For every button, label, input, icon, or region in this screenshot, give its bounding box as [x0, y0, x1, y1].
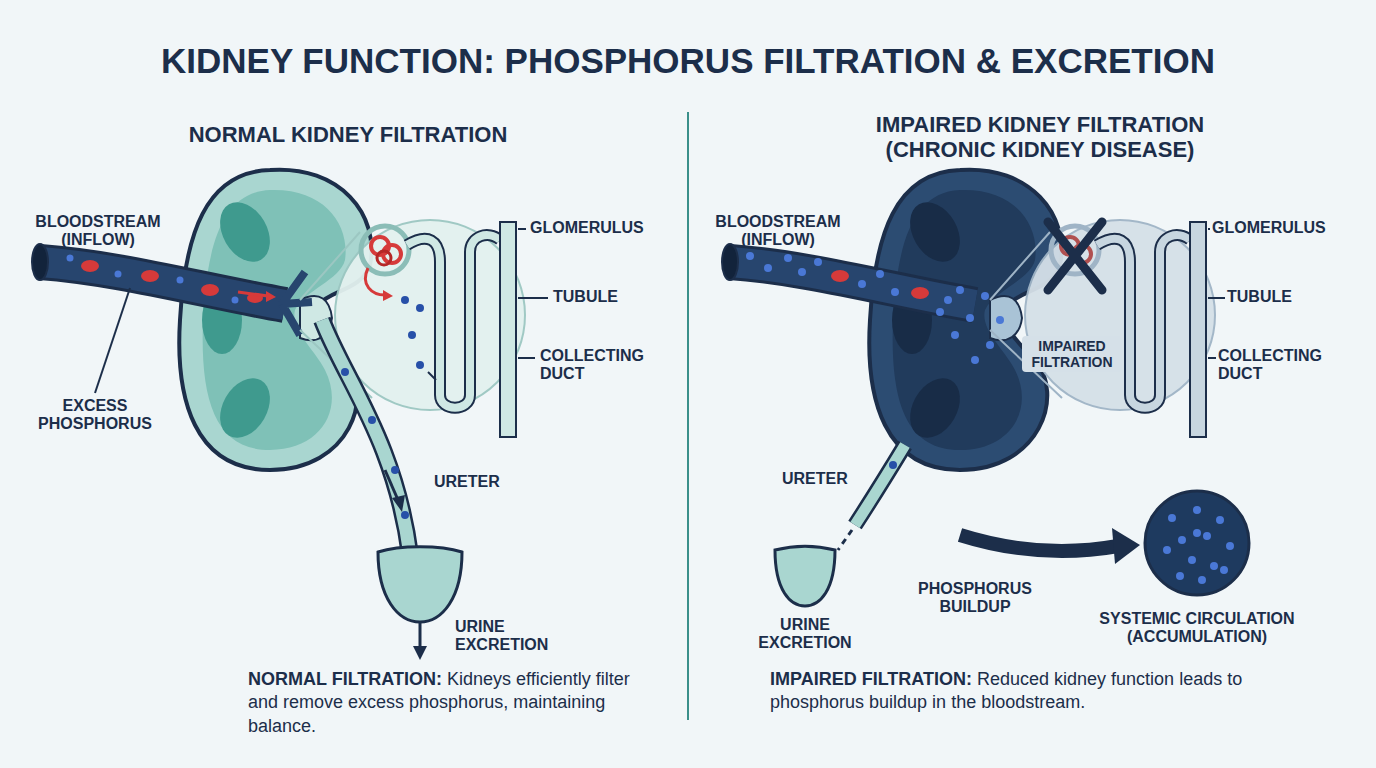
circle-shape	[1142, 488, 1252, 598]
part-label: COLLECTING DUCT	[1218, 347, 1348, 384]
caption-lead: IMPAIRED FILTRATION:	[770, 669, 972, 689]
status-label: IMPAIRED FILTRATION	[1022, 336, 1122, 372]
part-label: PHOSPHORUS BUILDUP	[915, 580, 1035, 617]
part-label: URETER	[434, 473, 524, 491]
part-label: GLOMERULUS	[530, 219, 670, 237]
part-label: EXCESS PHOSPHORUS	[25, 397, 165, 434]
part-label: TUBULE	[1227, 288, 1327, 306]
node-label: SYSTEMIC CIRCULATION (ACCUMULATION)	[1062, 610, 1332, 647]
accumulation-circle: SYSTEMIC CIRCULATION (ACCUMULATION)	[1142, 488, 1252, 598]
diagram-title: KIDNEY FUNCTION: PHOSPHORUS FILTRATION &…	[0, 40, 1376, 82]
caption-spacer	[442, 669, 447, 689]
part-label: URETER	[782, 470, 872, 488]
caption-lead: NORMAL FILTRATION:	[248, 669, 442, 689]
part-label: URINE EXCRETION	[745, 616, 865, 653]
panel-heading: NORMAL KIDNEY FILTRATION	[148, 122, 548, 147]
part-label: TUBULE	[553, 288, 653, 306]
part-label: BLOODSTREAM (INFLOW)	[28, 213, 168, 250]
part-label: GLOMERULUS	[1212, 219, 1352, 237]
panel-caption: NORMAL FILTRATION: Kidneys efficiently f…	[248, 668, 658, 738]
panel-caption: IMPAIRED FILTRATION: Reduced kidney func…	[770, 668, 1300, 715]
part-label: BLOODSTREAM (INFLOW)	[708, 213, 848, 250]
caption-spacer	[972, 669, 977, 689]
part-label: COLLECTING DUCT	[540, 347, 660, 384]
part-label: URINE EXCRETION	[455, 618, 565, 655]
panel-heading: IMPAIRED KIDNEY FILTRATION (CHRONIC KIDN…	[820, 112, 1260, 163]
